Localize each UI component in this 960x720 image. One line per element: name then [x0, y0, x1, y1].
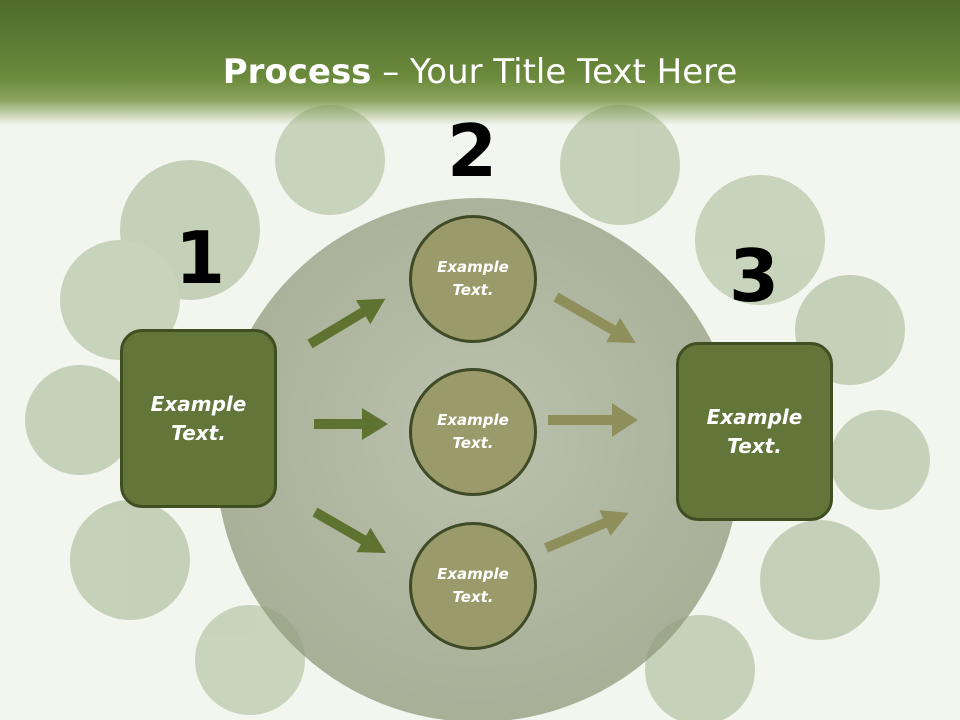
title-bar: [0, 0, 960, 125]
step-number-1: 1: [174, 216, 226, 300]
arrow-right-middle-shaft: [548, 415, 614, 425]
arrow-left-up: [307, 298, 386, 349]
arrow-left-up-head: [355, 298, 386, 325]
step-1-label: Example Text.: [150, 391, 247, 445]
title-bold: Process: [222, 52, 372, 92]
step-1-box[interactable]: Example Text.: [120, 329, 277, 508]
circle-middle-label: Example Text.: [437, 411, 509, 452]
step-3-label: Example Text.: [706, 404, 803, 458]
slide-title: Process – Your Title Text Here: [0, 52, 960, 92]
circle-top[interactable]: Example Text.: [409, 215, 537, 343]
arrow-left-middle: [314, 408, 388, 440]
step-number-2: 2: [446, 109, 498, 193]
arrow-right-middle-head: [612, 403, 638, 437]
arrow-right-up-shaft: [553, 292, 620, 337]
arrow-left-middle-shaft: [314, 419, 364, 429]
arrow-left-down-head: [356, 527, 387, 553]
arrow-right-down-head: [599, 510, 629, 536]
arrow-left-down: [312, 507, 387, 553]
step-number-3: 3: [728, 234, 780, 318]
arrow-right-middle: [548, 403, 638, 437]
circle-bottom[interactable]: Example Text.: [409, 522, 537, 650]
arrow-right-up-head: [606, 317, 636, 343]
arrow-left-up-shaft: [307, 305, 370, 349]
circle-top-label: Example Text.: [437, 258, 509, 299]
circle-middle[interactable]: Example Text.: [409, 368, 537, 496]
title-rest: – Your Title Text Here: [371, 52, 738, 92]
arrow-right-down: [544, 510, 629, 553]
circle-bottom-label: Example Text.: [437, 565, 509, 606]
arrow-right-up: [553, 292, 636, 343]
arrow-right-down-shaft: [544, 516, 611, 553]
arrow-left-down-shaft: [312, 507, 370, 547]
arrow-left-middle-head: [362, 408, 388, 440]
step-3-box[interactable]: Example Text.: [676, 342, 833, 521]
